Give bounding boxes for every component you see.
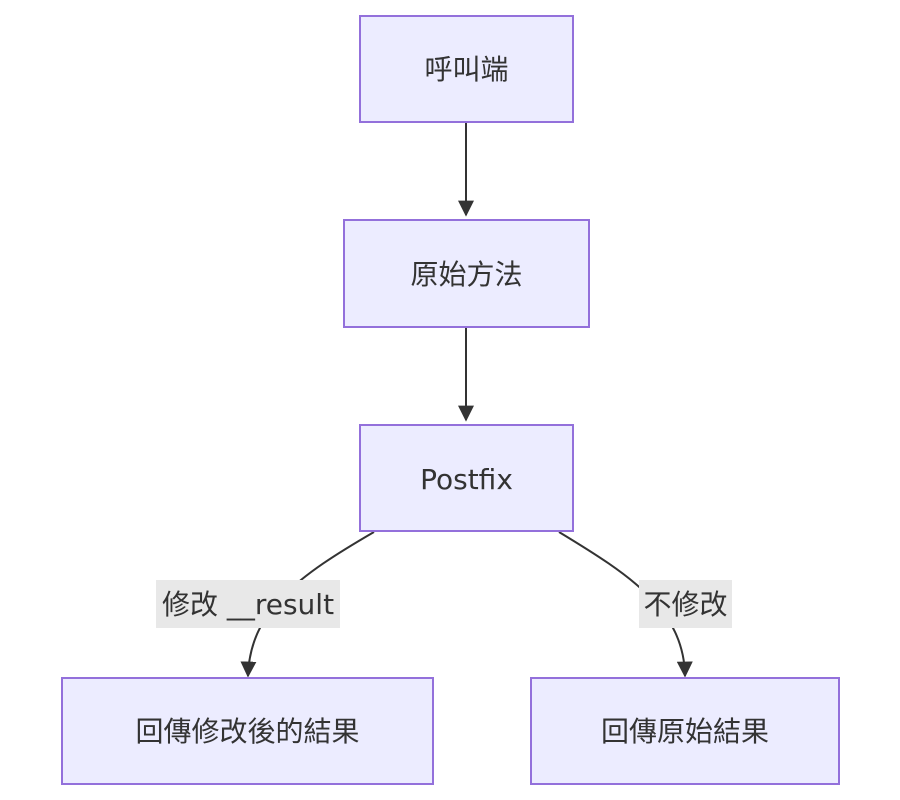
node-caller: 呼叫端 [359,15,574,123]
edge-label-no-modify-text: 不修改 [643,588,727,621]
node-return-original-label: 回傳原始結果 [601,715,769,748]
node-original-method: 原始方法 [343,219,590,328]
node-return-original: 回傳原始結果 [530,677,840,785]
edge-label-modify-result-text: 修改 __result [162,588,334,621]
node-postfix-label: Postfix [420,463,513,496]
node-postfix: Postfix [359,424,574,532]
node-original-method-label: 原始方法 [410,258,522,291]
edge-label-modify-result: 修改 __result [156,580,340,628]
node-caller-label: 呼叫端 [424,53,508,86]
node-return-modified: 回傳修改後的結果 [61,677,434,785]
node-return-modified-label: 回傳修改後的結果 [135,715,359,748]
edge-label-no-modify: 不修改 [639,580,732,628]
